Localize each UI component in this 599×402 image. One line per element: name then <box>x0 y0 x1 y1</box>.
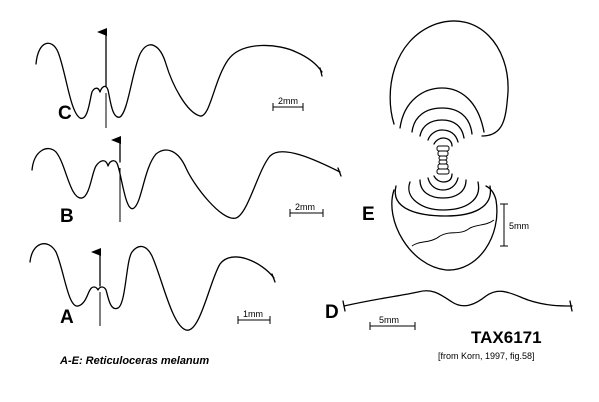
suture-a: A 1mm <box>29 243 276 331</box>
scale-bar-c: 2mm <box>272 96 304 111</box>
cross-section-e: E 5mm <box>362 20 529 271</box>
scale-bar-a: 1mm <box>237 309 271 324</box>
upper-whorl-outer <box>389 20 509 137</box>
scale-label-b: 2mm <box>295 202 315 212</box>
lower-whorl-3 <box>408 181 480 211</box>
suture-b: B 2mm <box>31 136 342 227</box>
upper-whorl-6 <box>433 137 453 147</box>
figure-caption: A-E: Reticuloceras melanum <box>59 355 209 367</box>
suture-line-b <box>31 147 341 219</box>
scale-label-d: 5mm <box>379 315 399 325</box>
scale-bar-d: 5mm <box>369 315 416 330</box>
label-e: E <box>362 204 375 225</box>
upper-whorl-3 <box>411 107 473 135</box>
suture-end-b <box>337 167 342 177</box>
suture-line-c <box>35 42 323 119</box>
lower-whorl-5 <box>427 177 459 191</box>
suture-line-a <box>29 243 275 331</box>
label-d: D <box>325 302 339 323</box>
scale-label-a: 1mm <box>243 309 263 319</box>
scale-label-e: 5mm <box>509 221 529 231</box>
upper-whorl-5 <box>427 129 459 143</box>
catalog-id: TAX6171 <box>471 328 542 347</box>
lower-whorl-4 <box>419 179 467 199</box>
suture-c: C 2mm <box>35 28 323 128</box>
suture-end-d-left <box>342 300 346 312</box>
lower-whorl-6 <box>433 173 453 183</box>
suture-end-a <box>271 273 276 283</box>
lower-whorl-outer <box>391 185 498 271</box>
label-a: A <box>60 307 74 328</box>
scale-bar-b: 2mm <box>289 202 324 217</box>
scale-label-c: 2mm <box>278 96 298 106</box>
suture-d: D 5mm <box>325 290 573 330</box>
suture-end-d-right <box>569 300 573 312</box>
suture-line-d <box>343 290 573 307</box>
source-citation: [from Korn, 1997, fig.58] <box>438 351 535 361</box>
central-column <box>436 145 450 175</box>
label-c: C <box>58 103 72 124</box>
label-b: B <box>60 206 74 227</box>
upper-whorl-2 <box>399 87 485 133</box>
upper-whorl-4 <box>419 119 465 139</box>
lower-whorl-2 <box>394 185 492 217</box>
fracture-line <box>411 219 495 247</box>
scale-bar-e: 5mm <box>500 203 529 247</box>
suture-end-c <box>319 67 323 77</box>
